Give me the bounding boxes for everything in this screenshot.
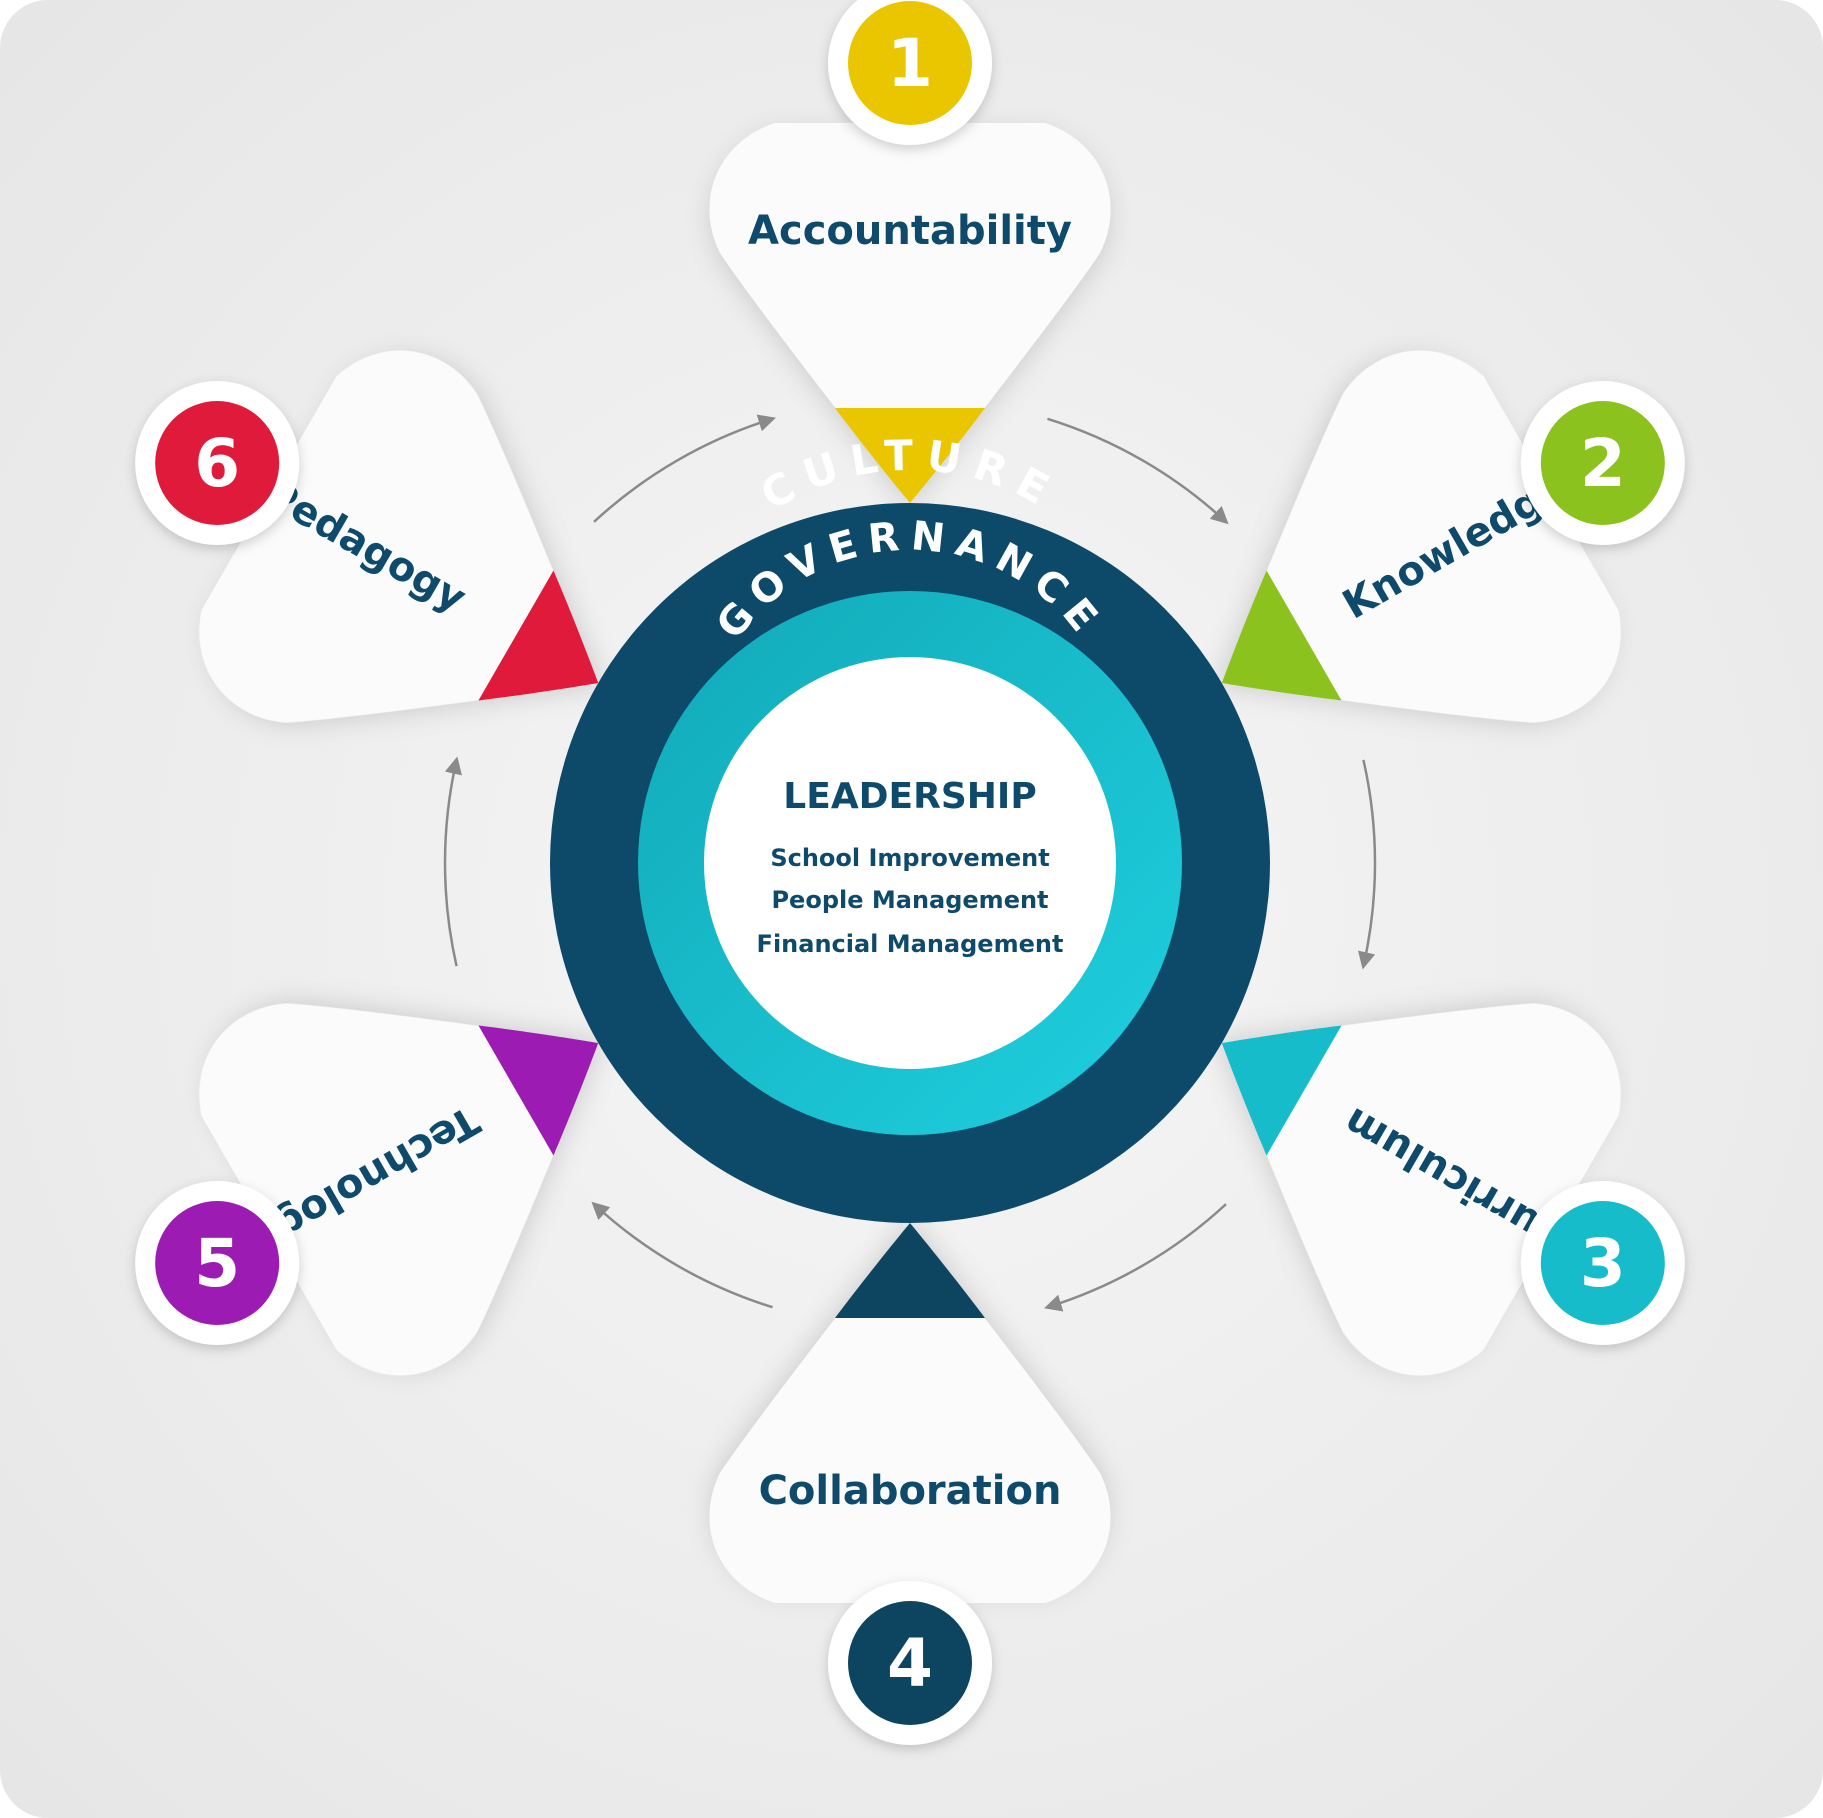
petal-body [709,1223,1111,1603]
badge-1: 1 [828,0,992,145]
cycle-arrows [443,414,1377,1312]
petal-3 [1221,1003,1621,1376]
badge-number: 1 [887,25,933,102]
petal-body [1221,1003,1621,1376]
badge-disc [1540,1201,1665,1325]
badge-disc [1540,401,1665,525]
badge-number: 6 [194,425,240,502]
badge-disc [848,1,972,125]
badge-5: 5 [135,1181,300,1345]
badge-3: 3 [1520,1181,1685,1345]
petal-tab-6 [478,570,599,701]
badge-number: 2 [1580,425,1626,502]
petal-6 [199,350,599,723]
petal-tab-5 [478,1025,599,1156]
petal-tab [835,1223,985,1318]
cycle-arrow [591,1201,773,1309]
petal-tab [478,1025,599,1156]
badge-2: 2 [1520,381,1685,545]
badge-disc [155,401,280,525]
petal-tab-2 [1221,570,1342,701]
petal-4 [709,1223,1111,1603]
petal-tab [1221,570,1342,701]
inner-core-leadership [704,657,1116,1069]
cycle-arrow [1357,759,1377,970]
badge-disc [155,1201,280,1325]
badge-disc [848,1601,972,1725]
leadership-item: Financial Management [757,930,1064,958]
petal-tab-1 [835,408,985,503]
leadership-item: People Management [771,886,1048,914]
petal-2 [1221,350,1621,723]
petal-body [199,350,599,723]
badge-number: 5 [194,1225,240,1302]
petal-shapes [199,123,1621,1603]
cycle-arrow [1044,1203,1227,1312]
center-circle: CULTURE GOVERNANCE LEADERSHIP School Imp… [550,431,1270,1223]
petal-tab-4 [835,1223,985,1318]
petal-tab-3 [1221,1025,1342,1156]
petal-tab [478,570,599,701]
cycle-arrow [593,414,776,523]
petal-5 [199,1003,599,1376]
petal-label-accountability: Accountability [748,208,1072,254]
petal-label-collaboration: Collaboration [759,1468,1062,1514]
leadership-title: LEADERSHIP [783,776,1036,817]
cycle-arrow [443,756,463,967]
petal-tab [1221,1025,1342,1156]
petal-tab [835,408,985,503]
badge-4: 4 [828,1581,992,1745]
number-badges: 1 2 3 4 5 6 [135,0,1685,1745]
petal-body [709,123,1111,503]
petal-1 [709,123,1111,503]
badge-number: 4 [887,1625,933,1702]
petal-color-tabs [478,408,1342,1318]
badge-6: 6 [135,381,300,545]
leadership-item: School Improvement [770,844,1049,872]
petal-body [199,1003,599,1376]
badge-number: 3 [1580,1225,1626,1302]
petal-body [1221,350,1621,723]
cycle-arrow [1047,417,1229,525]
